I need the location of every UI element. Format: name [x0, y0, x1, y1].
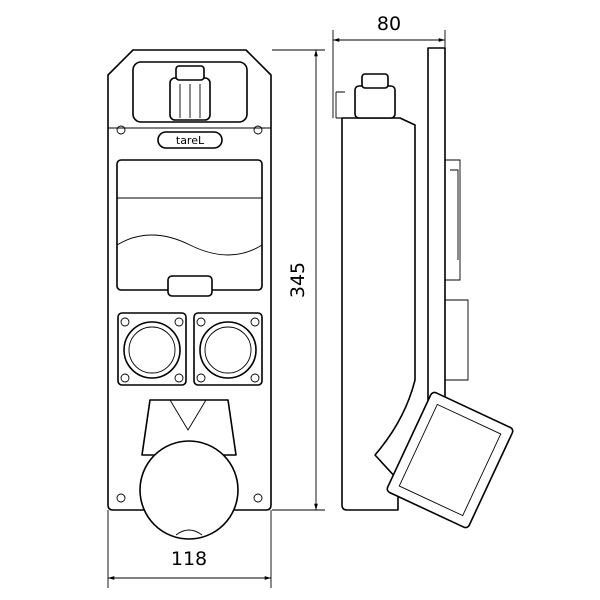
width-label: 118	[171, 548, 207, 570]
side-view	[335, 47, 514, 529]
front-body-outline	[107, 49, 272, 511]
side-body-outline	[341, 117, 416, 511]
depth-label: 80	[377, 13, 401, 35]
cable-gland	[169, 65, 211, 121]
dimension-width: 118	[107, 510, 272, 588]
side-cable-gland	[354, 73, 396, 119]
logo-badge	[157, 131, 223, 149]
side-breaker-profile	[445, 159, 461, 281]
logo-text: tareL	[176, 134, 205, 147]
height-label: 345	[287, 262, 309, 298]
screw-icon	[253, 493, 263, 503]
breaker-cover	[116, 159, 263, 291]
cover-latch	[167, 275, 213, 297]
side-industrial-socket	[386, 391, 514, 529]
screw-icon	[253, 125, 263, 135]
screw-icon	[116, 493, 126, 503]
side-socket-profile	[445, 299, 469, 381]
cable-gland-recess	[132, 61, 248, 123]
screw-icon	[116, 125, 126, 135]
side-mount	[335, 91, 345, 119]
industrial-socket	[139, 399, 239, 540]
socket-left	[117, 312, 187, 386]
dimension-depth: 80	[332, 13, 446, 118]
socket-right	[193, 312, 263, 386]
dimension-height: 345	[272, 49, 325, 511]
front-view: tareL	[107, 49, 272, 540]
cover-wave	[116, 234, 263, 256]
